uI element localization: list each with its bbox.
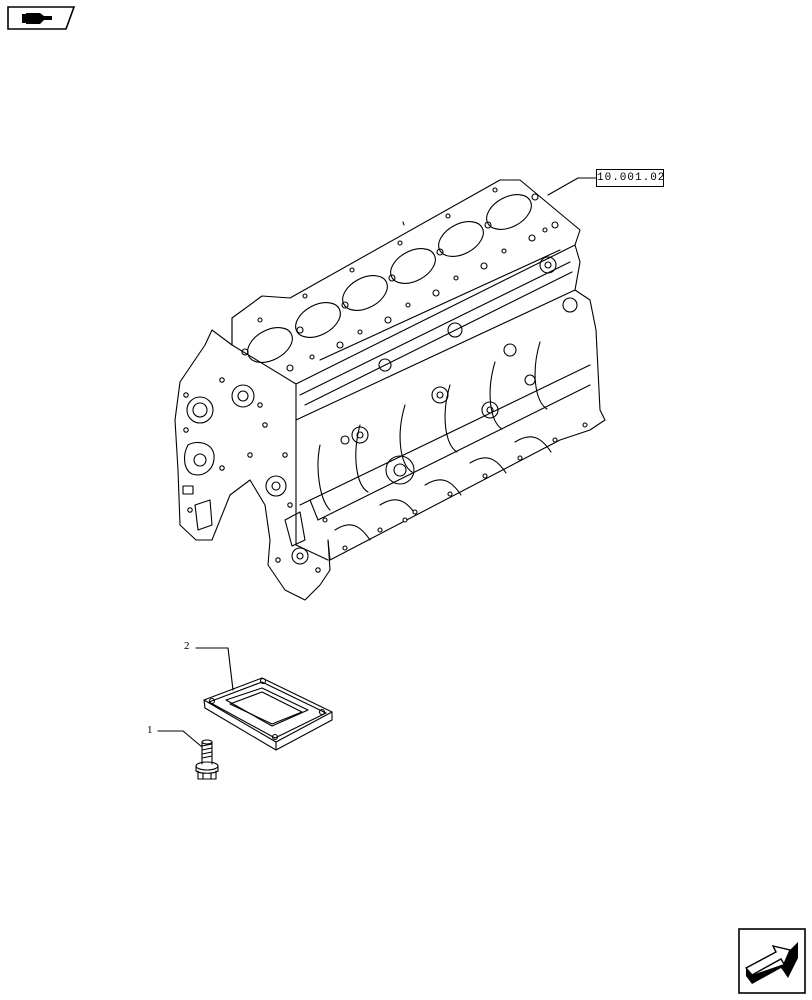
flange-bolt-illustration	[195, 739, 219, 780]
callout-number-1: 1	[147, 724, 153, 736]
reference-leader-line	[547, 177, 597, 196]
callout-2-leader	[195, 647, 234, 691]
section-reference-label[interactable]: 10.001.02	[596, 169, 664, 187]
gasket-plate-illustration	[203, 677, 333, 751]
next-page-button[interactable]	[738, 928, 806, 994]
next-page-arrow-icon	[738, 928, 806, 994]
callout-number-2: 2	[184, 640, 190, 652]
engine-block-illustration	[174, 179, 606, 601]
callout-1-leader	[157, 730, 203, 748]
previous-section-tab[interactable]	[6, 5, 76, 31]
hand-pointing-right-icon	[7, 6, 76, 30]
